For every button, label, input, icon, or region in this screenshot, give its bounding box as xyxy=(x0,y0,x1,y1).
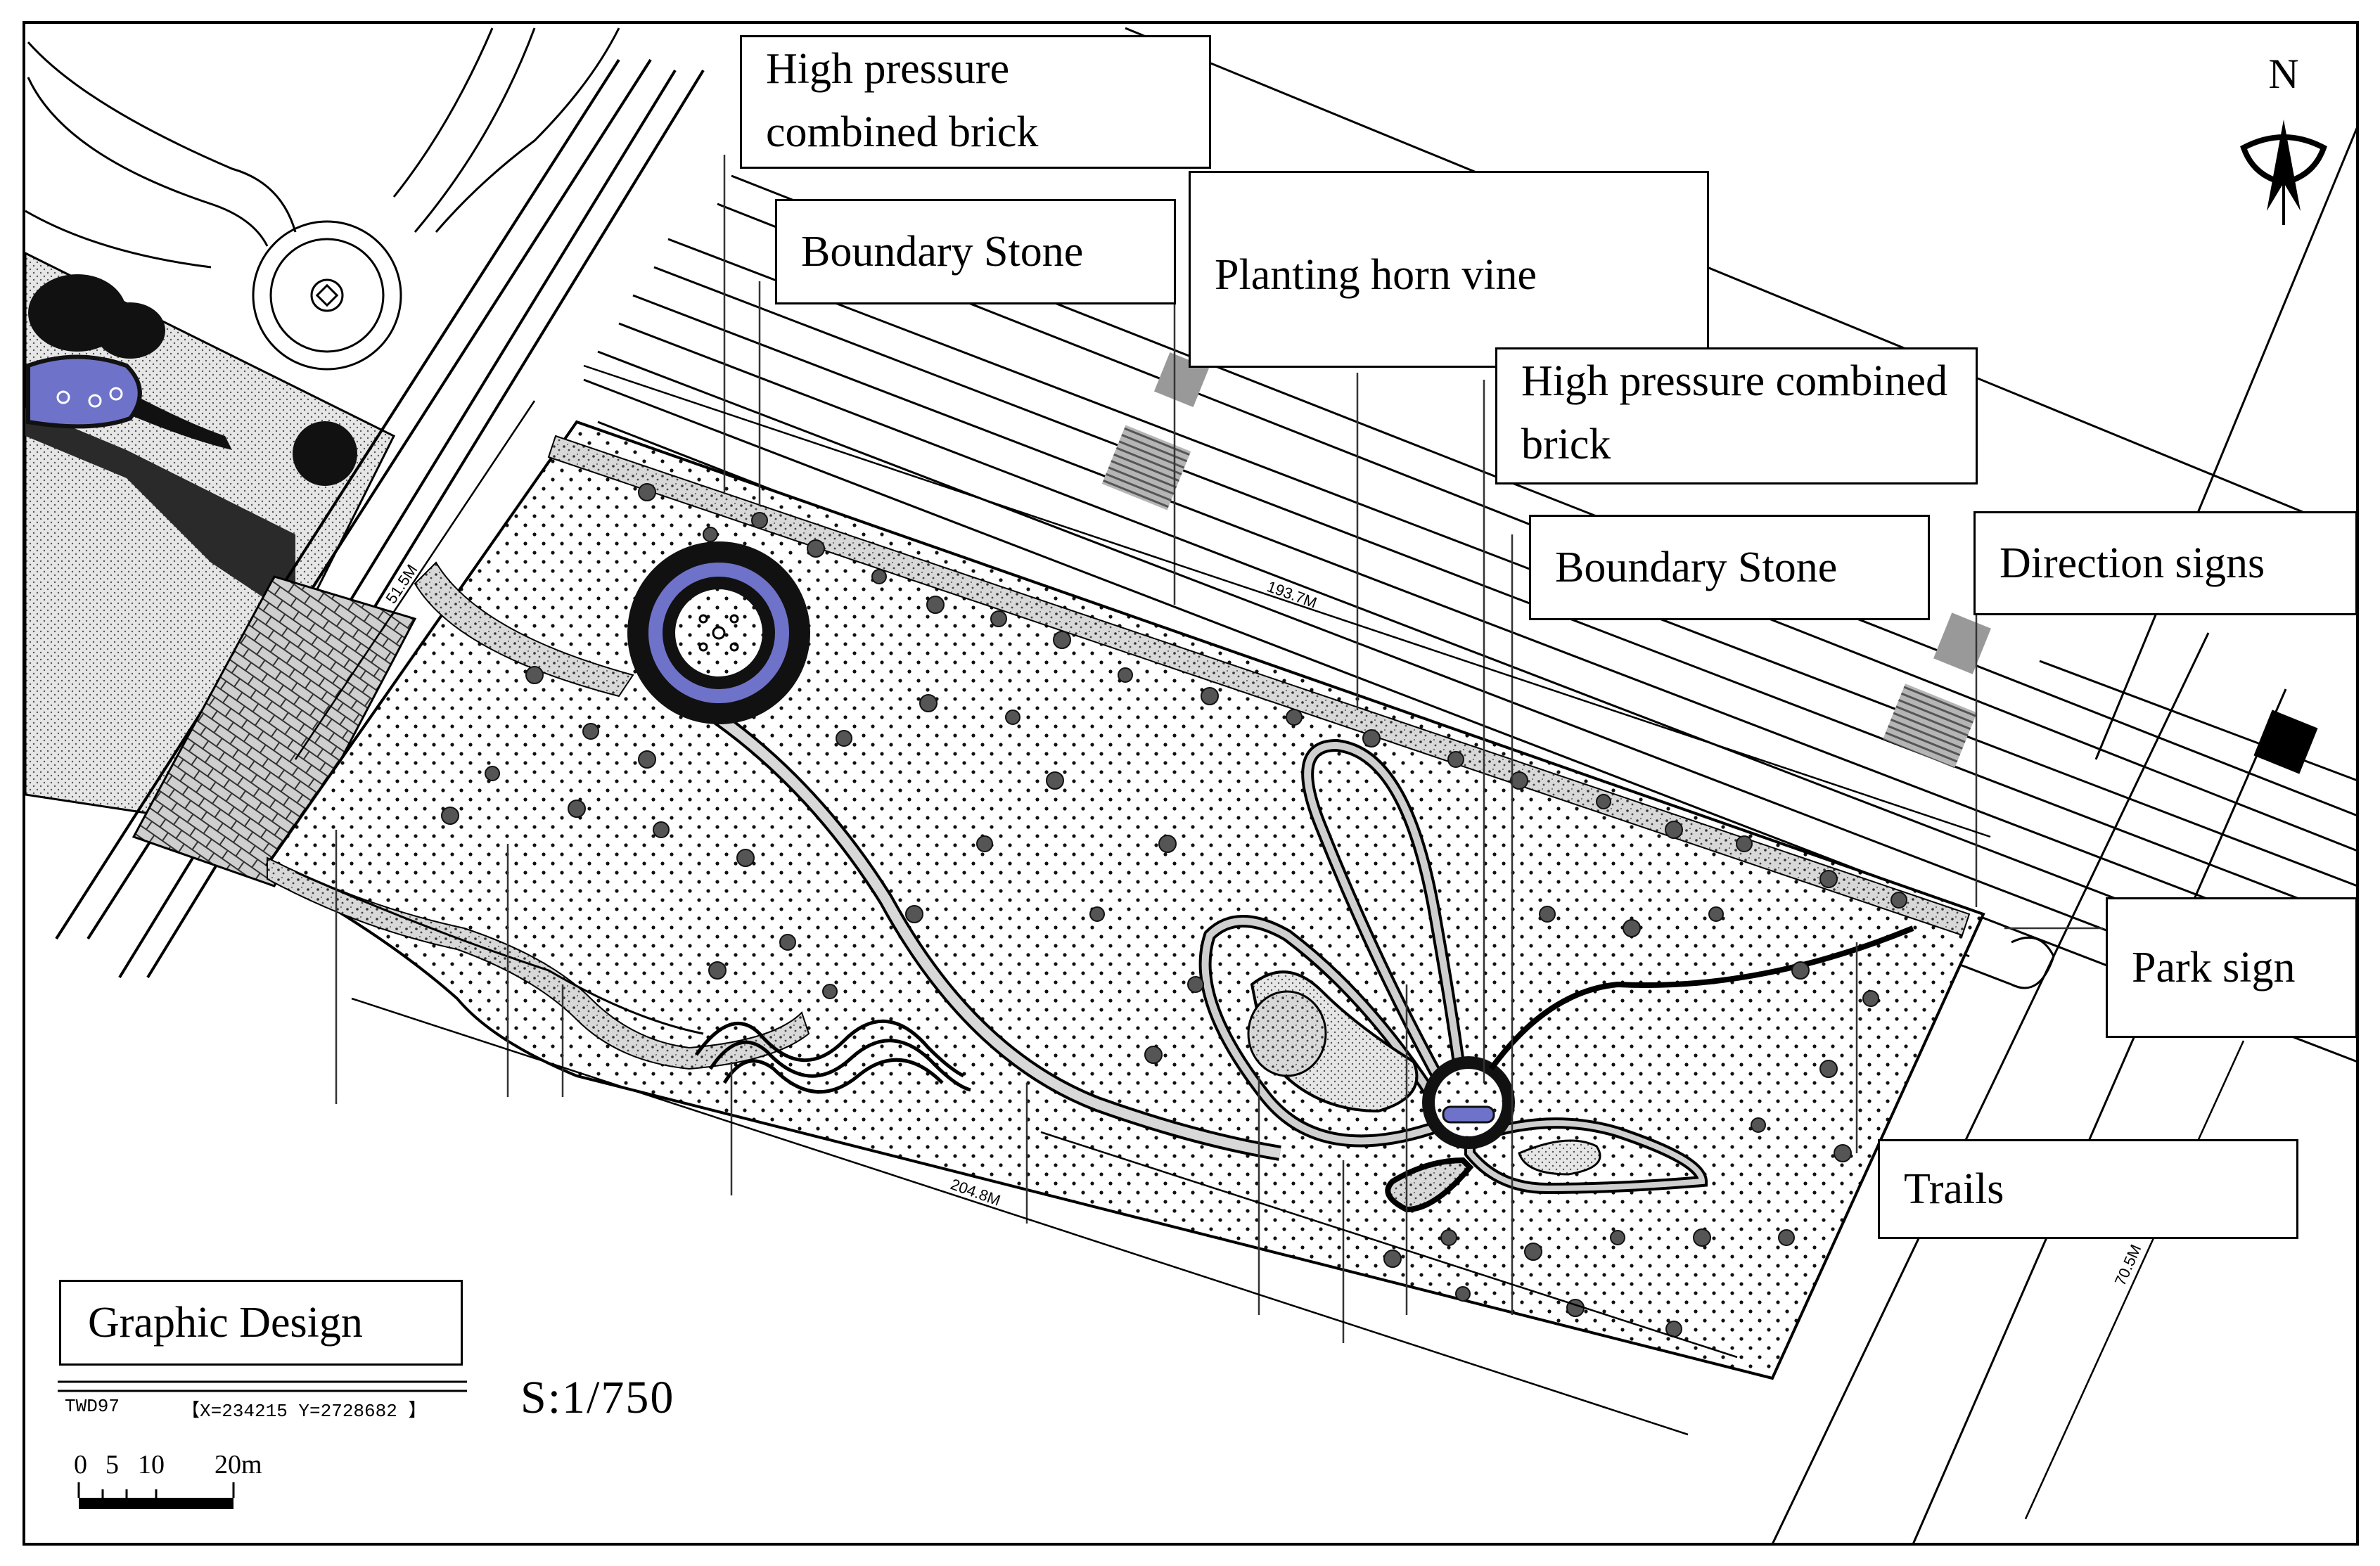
dimension-lines xyxy=(294,364,2245,1520)
title-box: Graphic Design xyxy=(59,1280,463,1366)
scale-ratio: S:1/750 xyxy=(520,1372,675,1423)
crosswalk-hatch xyxy=(1883,683,1977,769)
brick-paved-entrance xyxy=(132,575,417,887)
wave-paths xyxy=(694,1019,971,1094)
butterfly-antenna-trail xyxy=(1488,925,1914,1071)
callout-boundary-stone-1: Boundary Stone xyxy=(775,199,1176,304)
scale-bar xyxy=(77,1482,235,1509)
drawing-frame xyxy=(23,21,2359,1546)
circular-plaza xyxy=(627,541,810,724)
callout-trails: Trails xyxy=(1878,1139,2298,1239)
coordinates-label: 【X=234215 Y=2728682 】 xyxy=(181,1401,427,1422)
callout-planting-horn-vine: Planting horn vine xyxy=(1189,171,1709,368)
neighbouring-park xyxy=(24,251,396,824)
callout-direction-signs: Direction signs xyxy=(1973,511,2357,615)
road-northeast xyxy=(583,27,2358,1063)
callout-high-pressure-brick-2: High pressure combined brick xyxy=(1495,347,1978,484)
datum-label: TWD97 xyxy=(65,1396,120,1417)
pond-water xyxy=(26,354,142,429)
title-underline xyxy=(58,1380,467,1392)
scale-bar-label-5: 5 xyxy=(105,1450,119,1480)
trees xyxy=(441,483,1907,1337)
north-arrow-icon xyxy=(2240,120,2327,225)
roads-east xyxy=(1771,126,2359,1545)
scale-bar-label-20m: 20m xyxy=(215,1450,262,1480)
tree-canopy-icon xyxy=(293,421,357,486)
callout-park-sign: Park sign xyxy=(2106,897,2357,1038)
dimension-right: 70.5M xyxy=(2111,1242,2145,1288)
boundary-stone-strip xyxy=(547,435,1971,937)
tree-canopy-icon xyxy=(95,302,165,359)
scale-bar-label-0: 0 xyxy=(74,1450,87,1480)
north-letter: N xyxy=(2268,51,2298,97)
roads-northwest xyxy=(25,27,620,371)
butterfly-garden xyxy=(1198,738,1914,1213)
callout-high-pressure-brick-1: High pressure combined brick xyxy=(740,35,1211,169)
title-text: Graphic Design xyxy=(88,1299,363,1347)
callout-boundary-stone-2: Boundary Stone xyxy=(1529,515,1930,620)
crosswalk-hatch xyxy=(1101,425,1191,511)
scale-bar-label-10: 10 xyxy=(138,1450,165,1480)
